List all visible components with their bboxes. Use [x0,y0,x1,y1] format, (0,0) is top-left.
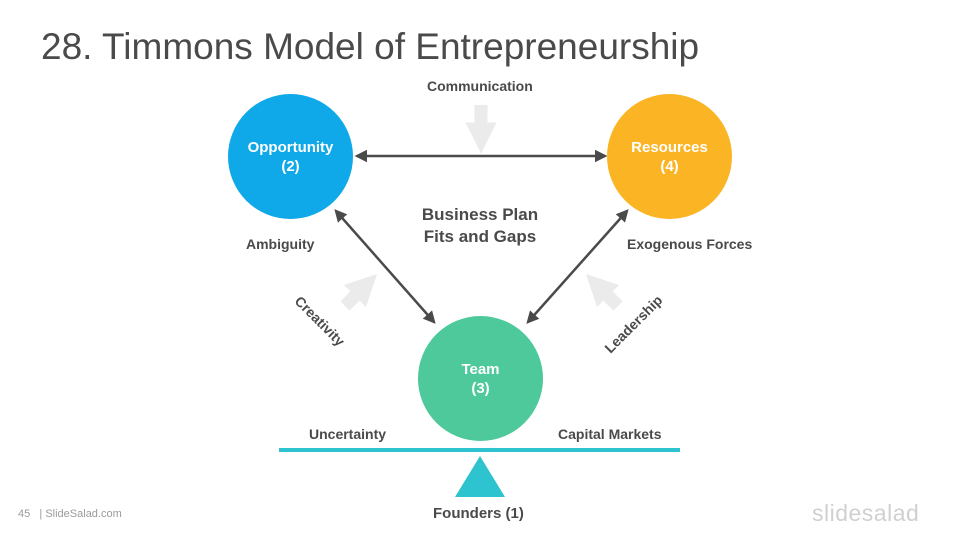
founders-label: Founders (1) [433,505,524,522]
communication-label: Communication [427,78,533,94]
balance-fulcrum [455,456,505,497]
business-plan-line-1: Business Plan [421,205,539,224]
resources-number: (4) [660,157,679,175]
resources-node: Resources (4) [607,94,732,219]
exogenous-forces-label: Exogenous Forces [627,236,753,252]
page-number: 45 [18,508,31,520]
business-plan-text: Business Plan Fits and Gaps [380,204,580,248]
balance-beam [279,448,680,452]
brand-logo: slidesalad [812,500,920,526]
slide-title: 28. Timmons Model of Entrepreneurship [41,26,700,67]
capital-markets-label: Capital Markets [558,426,662,442]
resources-label: Resources [631,138,708,156]
resources-team-connector [526,209,629,324]
opportunity-node: Opportunity (2) [228,94,353,219]
team-label: Team [461,360,500,378]
business-plan-line-2: Fits and Gaps [423,227,537,246]
opportunity-team-connector [334,209,436,324]
leadership-arrow [585,273,623,311]
team-node: Team (3) [418,316,543,441]
opportunity-label: Opportunity [247,138,334,156]
team-number: (3) [471,379,490,397]
opportunity-number: (2) [281,157,300,175]
ambiguity-label: Ambiguity [246,236,315,252]
uncertainty-label: Uncertainty [309,426,387,442]
footer-source: | SlideSalad.com [39,508,122,520]
creativity-arrow [340,273,378,311]
slide-footer: 45 | SlideSalad.com [18,508,122,520]
